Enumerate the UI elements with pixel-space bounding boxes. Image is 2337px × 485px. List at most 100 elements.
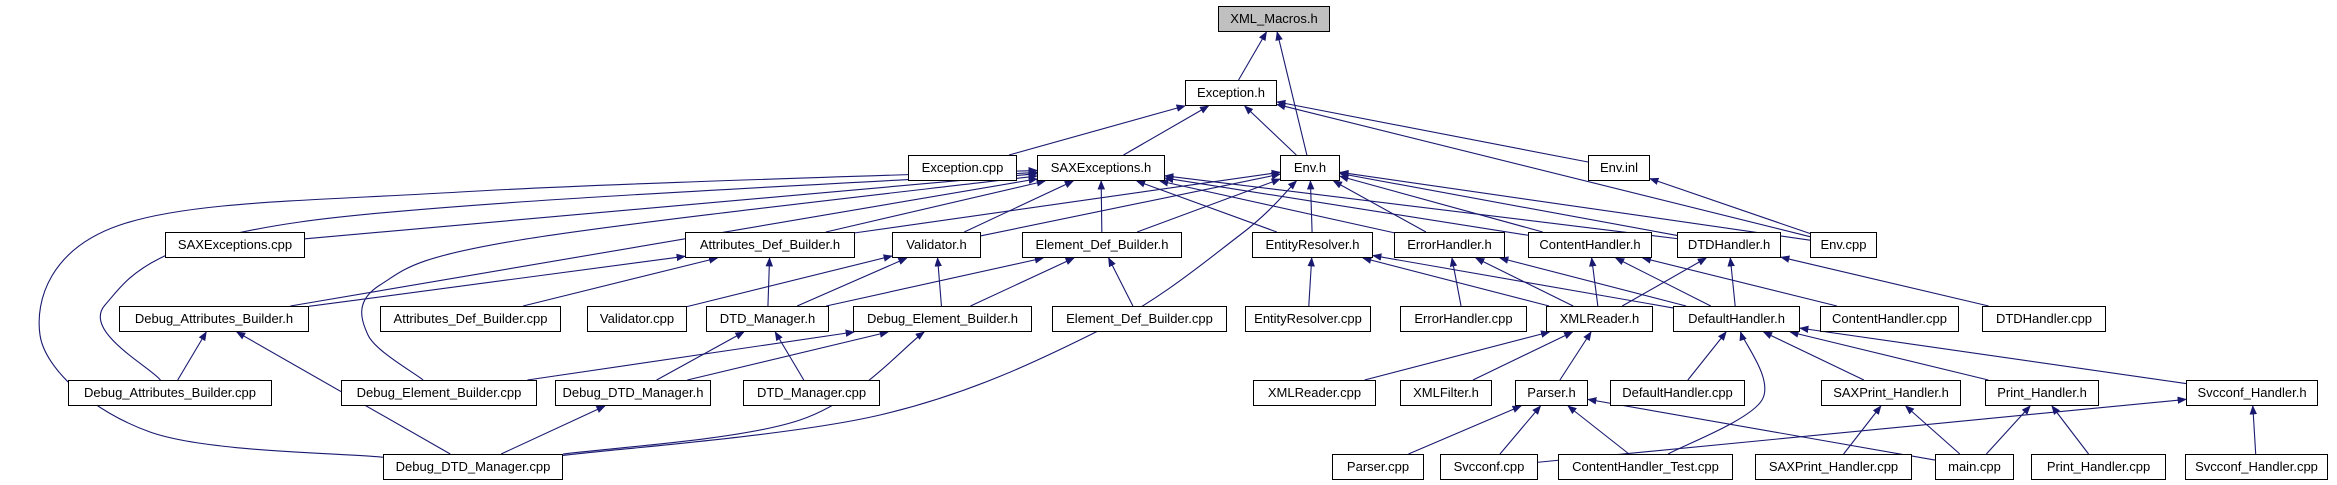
graph-node-DefaultHandler.cpp[interactable]: DefaultHandler.cpp: [1610, 380, 1745, 406]
edge-DTDHandler.cpp--DTDHandler.h: [1780, 255, 1989, 307]
edge-XMLReader.h--ContentHandler.h: [1589, 257, 1599, 307]
edge-SAXExceptions.h--Exception.h: [1123, 105, 1210, 156]
graph-node-EntityResolver.cpp[interactable]: EntityResolver.cpp: [1245, 306, 1371, 332]
edge-EntityResolver.h--Env.h: [1306, 180, 1315, 233]
edge-Debug_DTD_Manager.cpp--SAXExceptions.h: [38, 166, 1038, 458]
graph-node-Validator.h[interactable]: Validator.h: [892, 232, 981, 258]
edge-Attributes_Def_Builder.cpp--Attributes_Def_Builder.h: [522, 256, 719, 307]
graph-node-Debug_DTD_Manager.h[interactable]: Debug_DTD_Manager.h: [555, 380, 711, 406]
edge-Env.h--XML_Macros.h: [1275, 31, 1308, 156]
graph-node-EntityResolver.h[interactable]: EntityResolver.h: [1252, 232, 1373, 258]
graph-node-Print_Handler.cpp[interactable]: Print_Handler.cpp: [2031, 454, 2166, 480]
graph-node-XML_Macros.h[interactable]: XML_Macros.h: [1218, 6, 1330, 32]
graph-node-Debug_DTD_Manager.cpp[interactable]: Debug_DTD_Manager.cpp: [383, 454, 563, 480]
edge-Element_Def_Builder.h--Env.h: [1136, 178, 1281, 233]
graph-node-Attributes_Def_Builder.cpp[interactable]: Attributes_Def_Builder.cpp: [380, 306, 561, 332]
graph-node-Validator.cpp[interactable]: Validator.cpp: [587, 306, 687, 332]
edge-Svcconf.cpp--Svcconf_Handler.h: [1537, 396, 2187, 463]
graph-node-Svcconf_Handler.cpp[interactable]: Svcconf_Handler.cpp: [2185, 454, 2328, 480]
graph-node-ContentHandler.cpp[interactable]: ContentHandler.cpp: [1820, 306, 1959, 332]
edge-DTDHandler.h--SAXExceptions.h: [1164, 173, 1678, 240]
edge-Debug_Attributes_Builder.h--SAXExceptions.h: [290, 176, 1038, 307]
edge-XMLFilter.h--XMLReader.h: [1472, 331, 1574, 381]
graph-node-XMLFilter.h[interactable]: XMLFilter.h: [1400, 380, 1492, 406]
edge-Attributes_Def_Builder.h--Env.h: [854, 169, 1281, 234]
edge-Validator.h--SAXExceptions.h: [964, 180, 1075, 233]
graph-node-Debug_Attributes_Builder.h[interactable]: Debug_Attributes_Builder.h: [119, 306, 309, 332]
edge-Debug_DTD_Manager.cpp--Debug_DTD_Manager.h: [500, 405, 606, 455]
graph-node-main.cpp[interactable]: main.cpp: [1935, 454, 2014, 480]
edge-DTD_Manager.h--Attributes_Def_Builder.h: [765, 257, 774, 307]
graph-node-Env.inl[interactable]: Env.inl: [1588, 155, 1650, 181]
edge-Env.cpp--Env.h: [1339, 169, 1811, 241]
graph-node-Svcconf.cpp[interactable]: Svcconf.cpp: [1440, 454, 1538, 480]
edge-Element_Def_Builder.cpp--Element_Def_Builder.h: [1108, 257, 1134, 307]
graph-node-ErrorHandler.cpp[interactable]: ErrorHandler.cpp: [1400, 306, 1527, 332]
graph-node-Element_Def_Builder.cpp[interactable]: Element_Def_Builder.cpp: [1052, 306, 1227, 332]
edge-Debug_Attributes_Builder.cpp--SAXExceptions.h: [99, 169, 1038, 381]
edge-Parser.cpp--Parser.h: [1408, 405, 1522, 455]
edge-DefaultHandler.h--ErrorHandler.h: [1499, 256, 1687, 307]
edge-XMLReader.h--ErrorHandler.h: [1475, 257, 1574, 307]
edge-main.cpp--Print_Handler.h: [1985, 405, 2031, 455]
edge-Env.cpp--Exception.h: [1276, 102, 1811, 238]
edge-Element_Def_Builder.h--SAXExceptions.h: [1097, 180, 1106, 233]
edge-ContentHandler_Test.cpp--DefaultHandler.h: [1667, 331, 1766, 455]
edge-ContentHandler.cpp--ContentHandler.h: [1641, 256, 1838, 307]
graph-node-XMLReader.cpp[interactable]: XMLReader.cpp: [1253, 380, 1376, 406]
edge-Validator.cpp--Validator.h: [686, 254, 893, 308]
graph-node-Parser.cpp[interactable]: Parser.cpp: [1332, 454, 1424, 480]
graph-node-Env.cpp[interactable]: Env.cpp: [1810, 232, 1877, 258]
graph-node-DTDHandler.h[interactable]: DTDHandler.h: [1677, 232, 1781, 258]
graph-node-Svcconf_Handler.h[interactable]: Svcconf_Handler.h: [2186, 380, 2318, 406]
edge-Debug_DTD_Manager.h--Debug_Element_Builder.h: [687, 330, 890, 381]
edge-Debug_Element_Builder.h--Element_Def_Builder.h: [970, 257, 1075, 307]
edge-Debug_Attributes_Builder.cpp--Debug_Attributes_Builder.h: [177, 331, 207, 381]
graph-node-DefaultHandler.h[interactable]: DefaultHandler.h: [1673, 306, 1800, 332]
graph-node-DTDHandler.cpp[interactable]: DTDHandler.cpp: [1982, 306, 2106, 332]
graph-node-Attributes_Def_Builder.h[interactable]: Attributes_Def_Builder.h: [685, 232, 855, 258]
edge-Svcconf_Handler.cpp--Svcconf_Handler.h: [2249, 405, 2258, 455]
edge-ContentHandler.h--SAXExceptions.h: [1164, 175, 1529, 236]
edge-Attributes_Def_Builder.h--SAXExceptions.h: [825, 179, 1047, 233]
graph-node-Exception.h[interactable]: Exception.h: [1185, 80, 1277, 106]
edge-Exception.cpp--Exception.h: [1008, 104, 1186, 156]
graph-node-DTD_Manager.h[interactable]: DTD_Manager.h: [706, 306, 829, 332]
edge-DTD_Manager.h--Element_Def_Builder.h: [826, 256, 1045, 307]
edge-DTDHandler.h--Env.h: [1339, 171, 1678, 236]
graph-node-Debug_Element_Builder.h[interactable]: Debug_Element_Builder.h: [853, 306, 1032, 332]
graph-node-SAXExceptions.cpp[interactable]: SAXExceptions.cpp: [165, 232, 305, 258]
edge-ContentHandler_Test.cpp--Parser.h: [1567, 405, 1630, 455]
edge-XMLReader.cpp--XMLReader.h: [1364, 330, 1551, 381]
graph-node-Exception.cpp[interactable]: Exception.cpp: [908, 155, 1017, 181]
graph-node-DTD_Manager.cpp[interactable]: DTD_Manager.cpp: [743, 380, 880, 406]
edge-Print_Handler.h--DefaultHandler.h: [1789, 330, 1989, 381]
graph-node-SAXPrint_Handler.cpp[interactable]: SAXPrint_Handler.cpp: [1755, 454, 1912, 480]
edge-Debug_DTD_Manager.h--DTD_Manager.h: [656, 331, 745, 381]
graph-node-SAXExceptions.h[interactable]: SAXExceptions.h: [1037, 155, 1165, 181]
graph-node-ErrorHandler.h[interactable]: ErrorHandler.h: [1394, 232, 1505, 258]
graph-node-Env.h[interactable]: Env.h: [1280, 155, 1340, 181]
graph-node-Debug_Element_Builder.cpp[interactable]: Debug_Element_Builder.cpp: [341, 380, 537, 406]
edge-Debug_DTD_Manager.cpp--Env.h: [562, 180, 1298, 457]
graph-node-SAXPrint_Handler.h[interactable]: SAXPrint_Handler.h: [1821, 380, 1961, 406]
edge-Debug_Element_Builder.cpp--SAXExceptions.h: [361, 173, 1038, 381]
graph-node-ContentHandler.h[interactable]: ContentHandler.h: [1528, 232, 1652, 258]
edge-Print_Handler.cpp--Print_Handler.h: [2051, 405, 2090, 455]
edge-ErrorHandler.h--SAXExceptions.h: [1158, 179, 1395, 234]
edge-Debug_Attributes_Builder.h--Attributes_Def_Builder.h: [308, 253, 686, 307]
edge-Env.inl--Exception.h: [1276, 99, 1589, 163]
edge-Env.h--Exception.h: [1244, 105, 1297, 156]
graph-node-XMLReader.h[interactable]: XMLReader.h: [1546, 306, 1653, 332]
graph-node-ContentHandler_Test.cpp[interactable]: ContentHandler_Test.cpp: [1558, 454, 1733, 480]
edge-ErrorHandler.h--Env.h: [1332, 180, 1427, 233]
graph-node-Print_Handler.h[interactable]: Print_Handler.h: [1985, 380, 2099, 406]
edge-Parser.h--XMLReader.h: [1559, 331, 1592, 381]
graph-node-Debug_Attributes_Builder.cpp[interactable]: Debug_Attributes_Builder.cpp: [68, 380, 272, 406]
graph-node-Parser.h[interactable]: Parser.h: [1515, 380, 1588, 406]
edge-Svcconf.cpp--Parser.h: [1499, 405, 1542, 455]
edge-SAXPrint_Handler.h--DefaultHandler.h: [1762, 331, 1865, 381]
graph-node-Element_Def_Builder.h[interactable]: Element_Def_Builder.h: [1022, 232, 1182, 258]
